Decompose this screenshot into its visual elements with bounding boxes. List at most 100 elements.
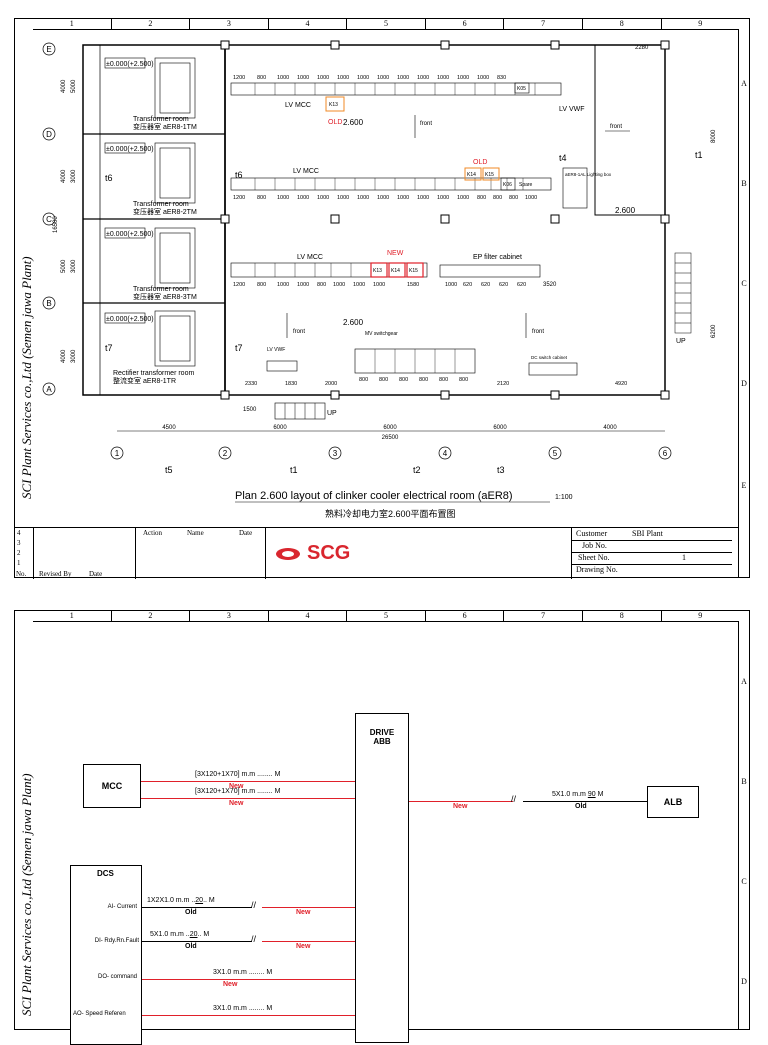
- signal-cable-old: [142, 941, 252, 942]
- cable-status: New: [453, 803, 468, 810]
- axis-row-label: B: [46, 299, 51, 308]
- cable-break-icon: //: [511, 794, 517, 804]
- signal-cable-new: [262, 907, 355, 908]
- svg-text:1000: 1000: [445, 282, 457, 288]
- company-name: SCI Plant Services co.,Ltd (Semen jawa P…: [19, 256, 34, 499]
- svg-text:2000: 2000: [325, 381, 337, 387]
- svg-text:t5: t5: [165, 465, 173, 475]
- svg-text:K14: K14: [467, 172, 476, 178]
- svg-text:1000: 1000: [317, 75, 329, 81]
- axis-row-label: D: [46, 130, 52, 139]
- scg-logo: SCG: [275, 542, 350, 565]
- svg-text:Plan 2.600 layout of clinker c: Plan 2.600 layout of clinker cooler elec…: [235, 490, 513, 502]
- dcs-signal-label: DO- command: [97, 974, 137, 980]
- mcc-cable-2: [141, 798, 355, 799]
- svg-text:620: 620: [517, 282, 526, 288]
- mcc-cable-1: [141, 781, 355, 782]
- cable-spec: [3X120+1X70] m.m ........ M: [195, 788, 281, 795]
- svg-text:5000: 5000: [61, 259, 67, 273]
- svg-text:1830: 1830: [285, 381, 297, 387]
- svg-text:1000: 1000: [437, 195, 449, 201]
- svg-text:LV VWF: LV VWF: [267, 347, 285, 353]
- row-label: E: [741, 481, 747, 490]
- svg-text:K06: K06: [503, 182, 512, 188]
- svg-text:2330: 2330: [245, 381, 257, 387]
- row-label: C: [741, 279, 747, 288]
- svg-text:t7: t7: [235, 343, 243, 353]
- svg-text:2.600: 2.600: [615, 206, 636, 215]
- svg-text:Transformer room: Transformer room: [133, 286, 189, 293]
- signal-cable-old: [142, 907, 252, 908]
- svg-text:6: 6: [663, 449, 668, 458]
- svg-text:800: 800: [379, 377, 388, 383]
- svg-text:t3: t3: [497, 465, 505, 475]
- svg-text:1000: 1000: [525, 195, 537, 201]
- svg-text:6000: 6000: [273, 425, 287, 431]
- signal-spec: 1X2X1.0 m.m ..20.. M: [147, 897, 215, 904]
- svg-text:800: 800: [257, 282, 266, 288]
- column-label: 3: [190, 611, 269, 621]
- svg-text:4000: 4000: [603, 425, 617, 431]
- svg-text:Rectifier transformer room: Rectifier transformer room: [113, 370, 194, 377]
- cable-status: Old: [575, 803, 587, 810]
- svg-text:Transformer room: Transformer room: [133, 201, 189, 208]
- svg-text:5000: 5000: [71, 79, 77, 93]
- svg-text:t2: t2: [413, 465, 421, 475]
- column-label: 7: [504, 611, 583, 621]
- svg-text:OLD: OLD: [473, 159, 487, 166]
- svg-text:800: 800: [459, 377, 468, 383]
- cable-status: New: [296, 943, 311, 950]
- svg-text:1200: 1200: [233, 75, 245, 81]
- column-label: 9: [698, 611, 703, 620]
- alb-cable-old: [523, 801, 647, 802]
- column-label: 9: [698, 19, 703, 28]
- svg-text:1000: 1000: [277, 195, 289, 201]
- column-label: 4: [269, 611, 348, 621]
- cable-spec: [3X120+1X70] m.m ........ M: [195, 771, 281, 778]
- dcs-signal-label: AO- Speed Referen: [73, 1011, 126, 1017]
- alb-label: ALB: [663, 797, 683, 807]
- svg-text:LV VWF: LV VWF: [559, 106, 585, 113]
- svg-text:5: 5: [553, 449, 558, 458]
- cable-status: New: [229, 800, 244, 807]
- svg-text:26500: 26500: [382, 435, 399, 441]
- svg-text:1000: 1000: [377, 75, 389, 81]
- row-label: D: [741, 977, 747, 986]
- svg-text:EP filter cabinet: EP filter cabinet: [473, 254, 522, 261]
- svg-text:1000: 1000: [477, 75, 489, 81]
- company-name: SCI Plant Services co.,Ltd (Semen jawa P…: [19, 773, 34, 1016]
- svg-text:整流变室 aER8-1TR: 整流变室 aER8-1TR: [113, 376, 176, 385]
- svg-text:K13: K13: [329, 102, 338, 108]
- svg-text:t4: t4: [559, 153, 567, 163]
- svg-text:3000: 3000: [71, 169, 77, 183]
- svg-text:UP: UP: [676, 338, 686, 345]
- floor-plan-drawing: E D C B A 4000 5000 4000 3000 16500 5000…: [42, 40, 717, 519]
- row-index-bar: A B C D E: [738, 29, 749, 577]
- svg-text:1000: 1000: [297, 75, 309, 81]
- svg-text:1000: 1000: [353, 282, 365, 288]
- plan-sheet: 1 2 3 4 5 6 7 8 9 A B C D E SCI Plant Se…: [14, 18, 750, 579]
- dcs-box: DCS AI- Current DI- Rdy.Rn.Fault DO- com…: [70, 865, 142, 1045]
- title-block: 4 3 2 1 No. Revised By Date Action Name …: [15, 527, 739, 579]
- svg-text:6000: 6000: [383, 425, 397, 431]
- svg-text:t1: t1: [290, 465, 298, 475]
- svg-text:±0.000(+2.500): ±0.000(+2.500): [106, 231, 154, 238]
- svg-text:800: 800: [317, 282, 326, 288]
- svg-text:熟料冷却电力室2.600平面布置图: 熟料冷却电力室2.600平面布置图: [325, 508, 456, 519]
- svg-text:620: 620: [481, 282, 490, 288]
- column-label: 1: [33, 611, 112, 621]
- svg-text:830: 830: [497, 75, 506, 81]
- svg-text:1200: 1200: [233, 195, 245, 201]
- alb-cable-spec: 5X1.0 m.m 90 M: [552, 791, 604, 798]
- svg-text:8000: 8000: [711, 129, 717, 143]
- svg-text:±0.000(+2.500): ±0.000(+2.500): [106, 61, 154, 68]
- column-label: 8: [583, 611, 662, 621]
- drive-abb-box: DRIVE ABB: [355, 713, 409, 1043]
- column-label: 5: [347, 611, 426, 621]
- axis-row-label: C: [46, 215, 52, 224]
- svg-text:NEW: NEW: [387, 250, 404, 257]
- svg-text:DC switch cabinet: DC switch cabinet: [531, 355, 568, 360]
- svg-text:变压器室 aER8-2TM: 变压器室 aER8-2TM: [133, 207, 197, 216]
- signal-spec: 5X1.0 m.m ..20.. M: [150, 931, 210, 938]
- svg-text:2: 2: [223, 449, 228, 458]
